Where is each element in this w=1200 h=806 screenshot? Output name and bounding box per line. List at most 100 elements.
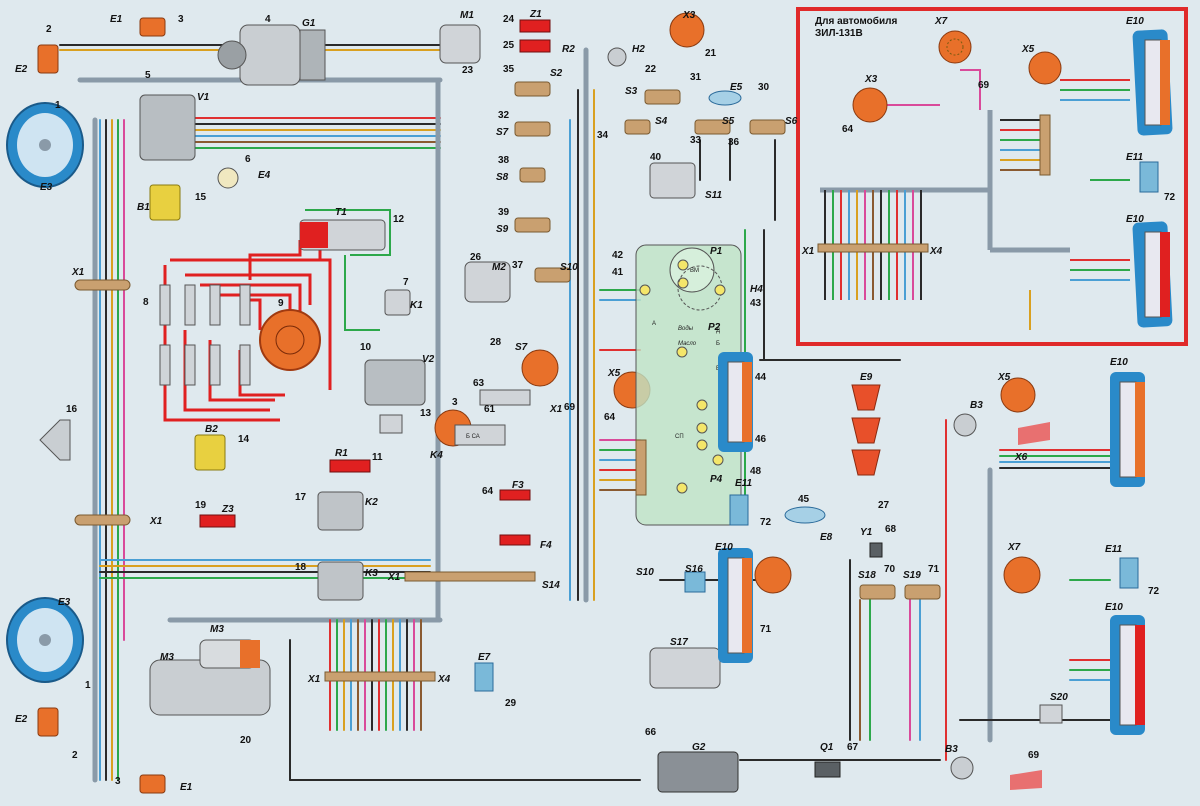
- label-1b: 1: [85, 680, 91, 691]
- label-s2: S2: [550, 68, 563, 79]
- fuse-f4: [499, 534, 531, 546]
- label-ga: Б СА: [466, 434, 480, 440]
- lamp-x5-right: [1000, 377, 1036, 413]
- label-q1: Q1: [820, 742, 834, 753]
- fuse-z3: [199, 514, 236, 528]
- label-s6: S6: [785, 116, 798, 127]
- label-x1a: X1: [71, 267, 85, 278]
- label-x5p: X5: [1021, 44, 1035, 55]
- relay-k3: [317, 561, 364, 601]
- label-b2: B2: [205, 424, 218, 435]
- sensor-b1: [149, 184, 181, 221]
- label-s7: S7: [496, 127, 509, 138]
- label-s17: S17: [670, 637, 688, 648]
- label-25: 25: [503, 40, 515, 51]
- label-s19: S19: [903, 570, 921, 581]
- label-23: 23: [462, 65, 474, 76]
- label-e10b: E10: [1110, 357, 1128, 368]
- label-35: 35: [503, 64, 515, 75]
- label-39: 39: [498, 207, 510, 218]
- label-13: 13: [420, 408, 432, 419]
- resistor-r1: [329, 459, 371, 473]
- connector-x1-lower: [74, 514, 131, 526]
- label-27: 27: [878, 500, 890, 511]
- label-b3b: B3: [945, 744, 958, 755]
- label-s5: S5: [722, 116, 735, 127]
- label-e1b: E1: [180, 782, 193, 793]
- label-20: 20: [240, 735, 252, 746]
- motor-m2: [464, 261, 511, 303]
- connector-x1-upper: [74, 279, 131, 291]
- distributor: [259, 309, 321, 371]
- label-m3b: M3: [160, 652, 174, 663]
- label-55: 63: [473, 378, 485, 389]
- label-s11: S11: [705, 190, 722, 201]
- label-e10c: E10: [1105, 602, 1123, 613]
- label-x4: X4: [437, 674, 451, 685]
- label-s4: S4: [655, 116, 668, 127]
- label-32: 32: [498, 110, 510, 121]
- label-p2: P2: [708, 322, 721, 333]
- lamp-x7-right: [1003, 556, 1041, 594]
- label-e11b: E11: [1105, 544, 1122, 555]
- label-s14: S14: [542, 580, 560, 591]
- rear-lights: [474, 352, 1145, 735]
- label-12: 12: [393, 214, 405, 225]
- label-x3p: X3: [864, 74, 878, 85]
- label-e10p2: E10: [1126, 214, 1144, 225]
- lamp-x3-top: [669, 12, 705, 48]
- switch-s16: [684, 571, 706, 593]
- label-e10p1: E10: [1126, 16, 1144, 27]
- lamp-x3-bottom: [754, 556, 792, 594]
- sensor-b2: [194, 434, 226, 471]
- label-x4p: X4: [929, 246, 943, 257]
- label-k2: K2: [365, 497, 378, 508]
- label-h2: H2: [632, 44, 645, 55]
- label-e10a: E10: [715, 542, 733, 553]
- label-g1: G1: [302, 18, 316, 29]
- label-s9: S9: [496, 224, 509, 235]
- label-x1p: X1: [801, 246, 815, 257]
- switch-q1: [814, 761, 841, 778]
- label-44: 44: [755, 372, 767, 383]
- battery-g2: [657, 751, 739, 793]
- label-11: 11: [372, 452, 383, 463]
- switch-s17: [649, 647, 721, 689]
- label-14: 14: [238, 434, 250, 445]
- label-k4: K4: [430, 450, 443, 461]
- label-f3: F3: [512, 480, 524, 491]
- label-10: 10: [360, 342, 372, 353]
- label-65: 70: [884, 564, 896, 575]
- label-48: 48: [750, 466, 762, 477]
- label-b3a: B3: [970, 400, 983, 411]
- label-16: 16: [66, 404, 78, 415]
- gauge-d: Д: [716, 328, 720, 334]
- label-x7p: X7: [934, 16, 948, 27]
- resistor-r2: [519, 39, 551, 53]
- label-e4: E4: [258, 170, 271, 181]
- label-s10: S10: [560, 262, 578, 273]
- label-s8: S8: [496, 172, 509, 183]
- label-z3: Z3: [221, 504, 234, 515]
- label-e3a: E3: [40, 182, 53, 193]
- label-71b: 72: [1148, 586, 1160, 597]
- cone-lamps-e9: [851, 384, 881, 476]
- lamp-e8: [784, 506, 826, 524]
- label-p4: P4: [710, 474, 723, 485]
- label-b1: B1: [137, 202, 150, 213]
- label-e8: E8: [820, 532, 833, 543]
- label-17: 17: [295, 492, 307, 503]
- label-29: 29: [505, 698, 517, 709]
- label-46: 46: [755, 434, 767, 445]
- label-42: 42: [612, 250, 624, 261]
- fuse-z1: [519, 19, 551, 33]
- label-e11p: E11: [1126, 152, 1143, 163]
- headlight-top: [6, 102, 84, 188]
- valve-y1: [869, 542, 883, 558]
- gauge-vody: Воды: [678, 326, 694, 332]
- panel-title-line2: ЗИЛ-131В: [815, 28, 863, 39]
- label-x5a: X5: [607, 368, 621, 379]
- label-34: 34: [597, 130, 609, 141]
